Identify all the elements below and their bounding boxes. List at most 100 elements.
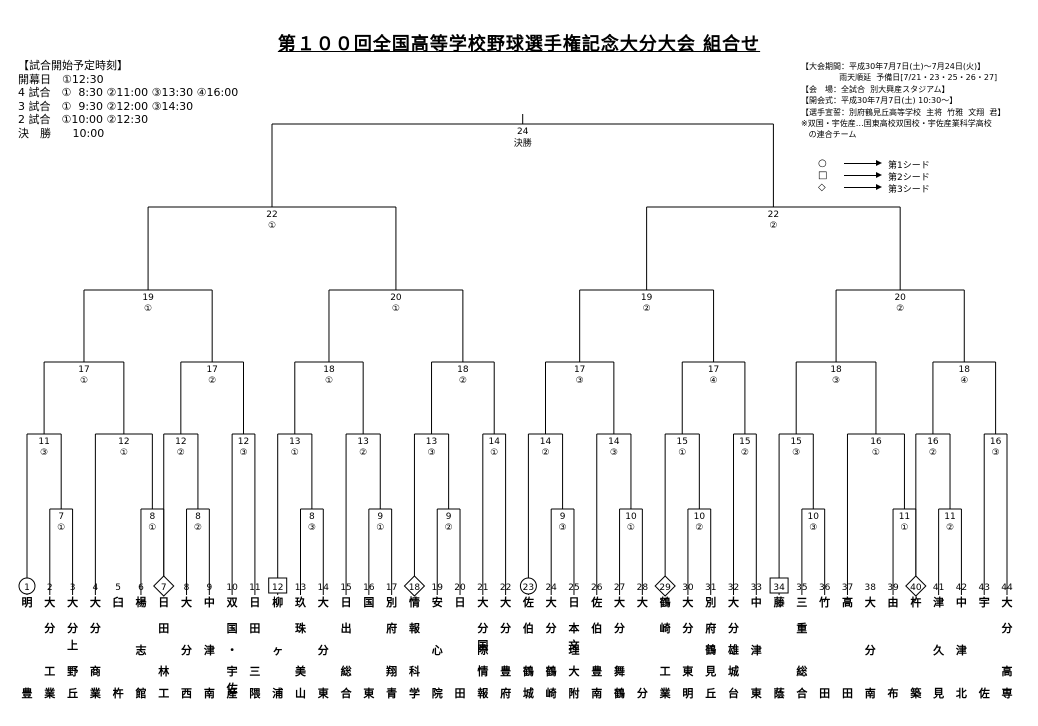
arrow-right-icon xyxy=(844,184,882,190)
team-number: 6 xyxy=(138,583,144,593)
team-name-char: 分 xyxy=(682,621,693,635)
match-date: 15 xyxy=(739,437,750,447)
team-name-char: 院 xyxy=(432,686,443,700)
legend-label: 第3シード xyxy=(888,185,930,195)
team-name-char: 蔭 xyxy=(774,686,786,700)
team-name-char: 大 xyxy=(90,595,101,609)
match-date: 17 xyxy=(574,365,585,375)
match-date: 12 xyxy=(175,437,186,447)
team-number: 14 xyxy=(318,583,330,593)
second-seed-square-icon xyxy=(769,577,789,594)
arrow-right-icon xyxy=(844,172,882,178)
legend-label: 第1シード xyxy=(888,161,930,171)
match-slot: ① xyxy=(268,221,276,231)
team-name-char: 崎 xyxy=(660,621,671,635)
team-name-char: 分 xyxy=(865,643,876,657)
team-name-char: 藤 xyxy=(774,595,786,609)
team-name-char: 玖 xyxy=(295,595,307,609)
info-row: の連合チーム xyxy=(801,130,857,140)
match-slot: ③ xyxy=(308,523,316,533)
team-number: 26 xyxy=(591,583,603,593)
team-name-char: 城 xyxy=(523,686,534,700)
team-name-char: 情 xyxy=(409,595,420,609)
team-name-char: 豊 xyxy=(22,686,33,700)
team-name-char: 隈 xyxy=(249,686,261,700)
team-number: 10 xyxy=(226,583,238,593)
team-name-char: 別 xyxy=(385,595,397,609)
team-name-char: 布 xyxy=(888,686,899,700)
schedule-row: 3 試合 ① 9:30 ②12:00 ③14:30 xyxy=(18,99,194,113)
team-name-char: 日 xyxy=(341,596,352,609)
match-slot: ③ xyxy=(832,376,840,386)
team-name-char: 産 xyxy=(227,686,238,700)
team-name-char: 分 xyxy=(728,621,739,635)
team-name-char: 情 xyxy=(477,664,488,678)
match-date: 22 xyxy=(266,210,277,220)
team-name-char: 舞 xyxy=(614,664,625,678)
legend-item: ○ 第1シード xyxy=(816,158,976,171)
team-number: 21 xyxy=(477,583,488,593)
team-number: 43 xyxy=(978,583,989,593)
team-number: 1 xyxy=(24,583,30,593)
team-number: 35 xyxy=(796,583,807,593)
info-row: ※双国・宇佐産…国東高校双国校・宇佐産業科学高校 xyxy=(801,119,992,129)
match-date: 18 xyxy=(457,365,469,375)
schedule-row: 決 勝 10:00 xyxy=(18,126,105,140)
team-name-char: 三 xyxy=(249,665,260,678)
team-name-char: 田 xyxy=(842,687,853,700)
match-date: 19 xyxy=(641,293,653,303)
team-name-char: 分 xyxy=(44,621,55,635)
team-name-char: 津 xyxy=(956,643,967,657)
team-name-char: 日 xyxy=(455,596,466,609)
legend-item: ◇ 第3シード xyxy=(816,182,976,195)
match-date: 15 xyxy=(790,437,801,447)
match-date: 16 xyxy=(870,437,882,447)
team-number: 13 xyxy=(295,583,306,593)
match-slot: ① xyxy=(80,376,88,386)
team-name-char: 高 xyxy=(1002,664,1013,678)
match-slot: ① xyxy=(490,448,498,458)
team-number: 29 xyxy=(659,583,671,593)
team-name-char: 大 xyxy=(500,595,511,609)
match-slot: ③ xyxy=(427,448,435,458)
match-date: 11 xyxy=(944,512,955,522)
match-slot: ① xyxy=(57,523,65,533)
team-name-char: 大 xyxy=(181,595,192,609)
match-slot: ① xyxy=(144,304,152,314)
schedule-heading: 【試合開始予定時刻】 xyxy=(18,59,128,72)
team-number: 23 xyxy=(523,583,534,593)
match-date: 17 xyxy=(78,365,89,375)
team-name-char: 出 xyxy=(341,621,352,635)
match-slot: ③ xyxy=(239,448,247,458)
team-name-char: 別 xyxy=(704,595,716,609)
team-name-char: 学 xyxy=(409,686,420,700)
match-date: 8 xyxy=(149,512,155,522)
team-name-char: 佐 xyxy=(978,686,990,700)
circle-seed-icon: ○ xyxy=(818,158,827,169)
team-number: 17 xyxy=(386,583,397,593)
team-name-char: 田 xyxy=(249,622,260,635)
info-row: 【会 場：全試合 別大興産スタジアム】 xyxy=(801,84,950,94)
match-date: 17 xyxy=(206,365,217,375)
diamond-seed-icon: ◇ xyxy=(818,182,826,193)
first-seed-circle-icon xyxy=(519,577,537,595)
team-name-char: 鶴 xyxy=(546,664,557,678)
match-date: 17 xyxy=(708,365,719,375)
match-slot: ② xyxy=(541,448,549,458)
third-seed-diamond-icon xyxy=(403,575,426,597)
match-date: 18 xyxy=(323,365,335,375)
team-name-char: 津 xyxy=(751,643,762,657)
team-name-char: 中 xyxy=(204,595,215,609)
team-name-char: 東 xyxy=(751,686,763,700)
match-slot: ① xyxy=(678,448,686,458)
team-name-char: 杵 xyxy=(910,595,921,609)
team-name-char: 理 xyxy=(568,644,579,657)
team-name-char: 珠 xyxy=(295,621,307,635)
match-date: 16 xyxy=(990,437,1002,447)
team-name-char: 分 xyxy=(500,621,511,635)
team-name-char: 日 xyxy=(158,596,169,609)
match-date: 13 xyxy=(426,437,437,447)
team-name-char: 宇 xyxy=(227,664,238,678)
team-name-char: 城 xyxy=(728,664,739,678)
